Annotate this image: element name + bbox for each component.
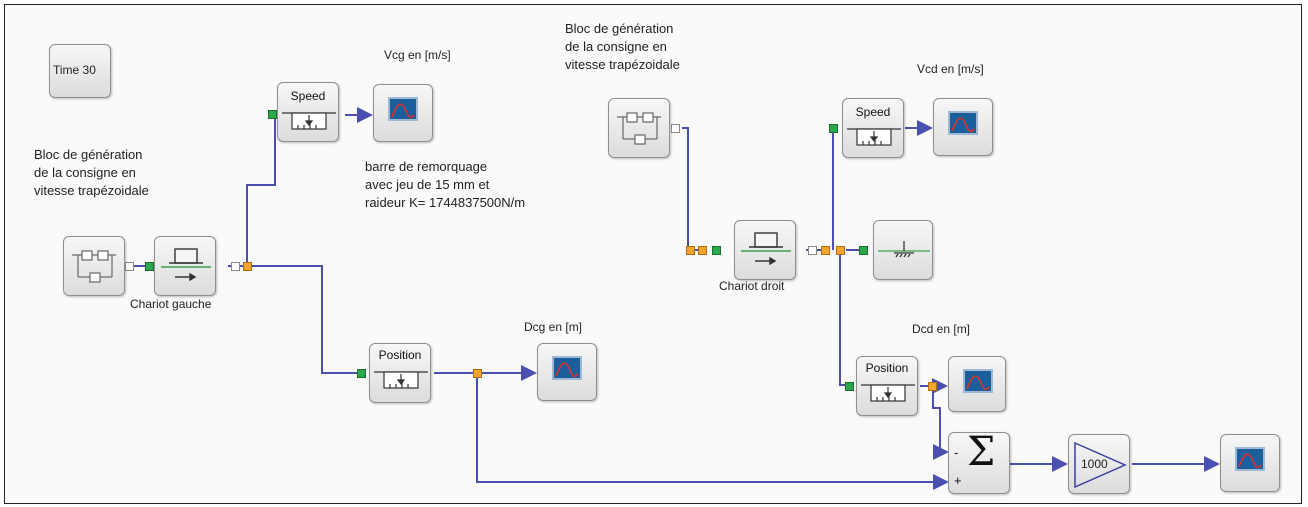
position-sensor-left[interactable]: Position [369, 343, 431, 403]
wire-to-position-right [839, 254, 846, 386]
scope-title-dcd: Dcd en [m] [912, 322, 971, 336]
wire-to-position-left [252, 265, 358, 374]
scope-icon [388, 97, 418, 121]
generator-icon [72, 250, 116, 283]
scope-vcd[interactable] [933, 98, 993, 156]
port-in[interactable] [845, 382, 854, 391]
scope-dcg[interactable] [537, 343, 597, 401]
scope-title-vcd: Vcd en [m/s] [917, 62, 984, 76]
wire-to-speed-left [246, 110, 276, 266]
port-node[interactable] [473, 369, 482, 378]
generator-block-right[interactable] [608, 98, 670, 158]
left-generator-annotation: Bloc de génération de la consigne en vit… [34, 147, 149, 198]
scope-icon [1235, 447, 1265, 471]
sensor-icon [847, 128, 901, 146]
port-node[interactable] [698, 246, 707, 255]
chariot-droit-label: Chariot droit [719, 279, 785, 293]
sensor-icon [861, 384, 915, 402]
chariot-droit-block[interactable] [734, 220, 796, 280]
tow-bar-annotation: barre de remorquage avec jeu de 15 mm et… [365, 159, 526, 210]
speed-label: Speed [855, 105, 891, 119]
ground-icon [878, 241, 930, 258]
fixed-ground-block[interactable] [873, 220, 933, 280]
diagram-canvas [4, 4, 1302, 504]
scope-title-dcg: Dcg en [m] [524, 320, 583, 334]
port-out[interactable] [808, 246, 817, 255]
position-label: Position [378, 348, 422, 362]
scope-output[interactable] [1220, 434, 1280, 492]
port-in[interactable] [357, 369, 366, 378]
port-node[interactable] [836, 246, 845, 255]
scope-vcg[interactable] [373, 84, 433, 142]
sum-block[interactable]: Σ - + [948, 429, 1010, 494]
scope-dcd[interactable] [948, 356, 1006, 412]
port-in[interactable] [829, 124, 838, 133]
port-out[interactable] [231, 262, 240, 271]
port-in[interactable] [712, 246, 721, 255]
gain-value: 1000 [1081, 457, 1108, 471]
wire-to-sum-minus [932, 390, 949, 460]
generator-block-left[interactable] [63, 236, 125, 296]
gain-triangle-icon [1074, 441, 1127, 489]
chariot-gauche-label: Chariot gauche [130, 297, 212, 311]
port-node[interactable] [243, 262, 252, 271]
scope-title-vcg: Vcg en [m/s] [384, 48, 451, 62]
generator-icon [617, 112, 661, 145]
speed-sensor-left[interactable]: Speed [277, 82, 339, 142]
position-sensor-right[interactable]: Position [856, 356, 918, 416]
scope-icon [963, 369, 993, 393]
sum-plus-sign: + [954, 473, 962, 488]
port-node[interactable] [928, 382, 937, 391]
chariot-gauche-block[interactable] [154, 236, 216, 296]
speed-label: Speed [290, 89, 326, 103]
cart-icon [161, 248, 211, 282]
port-node[interactable] [821, 246, 830, 255]
right-generator-annotation: Bloc de génération de la consigne en vit… [565, 21, 680, 72]
port-in[interactable] [145, 262, 154, 271]
time-block-label: Time 30 [53, 63, 96, 77]
speed-sensor-right[interactable]: Speed [842, 98, 904, 158]
sigma-symbol: Σ [967, 429, 996, 475]
port-out[interactable] [671, 124, 680, 133]
port-in[interactable] [268, 110, 277, 119]
position-label: Position [865, 361, 909, 375]
port-out[interactable] [125, 262, 134, 271]
sensor-icon [282, 112, 336, 130]
port-node[interactable] [686, 246, 695, 255]
cart-icon [741, 232, 791, 266]
wire-gen-right-to-chariot-right [682, 127, 704, 251]
gain-block[interactable]: 1000 [1068, 434, 1130, 494]
port-in[interactable] [859, 246, 868, 255]
wire-to-sum-plus [476, 377, 949, 490]
scope-icon [948, 111, 978, 135]
sensor-icon [374, 371, 428, 389]
scope-icon [552, 356, 582, 380]
sum-minus-sign: - [954, 445, 959, 460]
time-block[interactable]: Time 30 [49, 44, 111, 98]
